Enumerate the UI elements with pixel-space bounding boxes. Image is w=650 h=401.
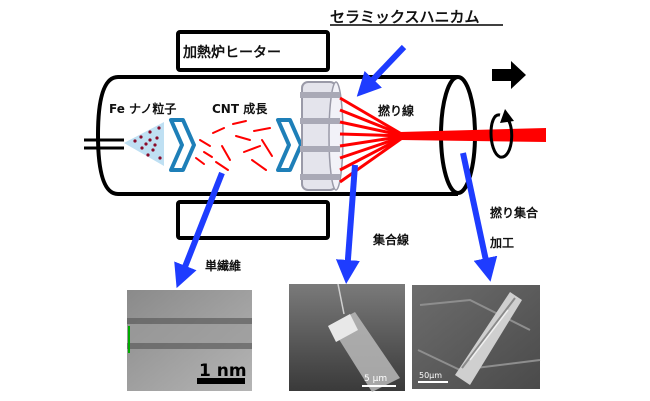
heater-bottom xyxy=(176,200,330,240)
cnt-growth-label: CNT 成長 xyxy=(212,101,268,116)
pull-direction-arrow xyxy=(492,61,526,89)
sem-fiber-scale-bar xyxy=(362,385,396,387)
honeycomb-title: セラミックスハニカム xyxy=(330,8,480,26)
flow-chevron-2 xyxy=(276,118,303,172)
tem-scale-bar xyxy=(197,378,245,384)
assembled-wire-label: 集合線 xyxy=(372,232,409,247)
sem-twisted-scale-bar xyxy=(418,381,448,383)
sem-fiber-scale-label: 5 µm xyxy=(364,374,387,384)
heater-top xyxy=(176,30,330,72)
ceramic-honeycomb xyxy=(300,81,344,191)
fe-particles xyxy=(133,126,162,160)
tem-scale-label: 1 nm xyxy=(199,361,247,381)
arrow-twisted-assembly xyxy=(460,152,498,282)
tem-image xyxy=(127,290,252,391)
single-fiber-label: 単繊維 xyxy=(205,258,241,273)
sem-twisted-image xyxy=(412,285,541,389)
rotation-icon xyxy=(489,113,514,159)
fe-nanoparticle-label: Fe ナノ粒子 xyxy=(109,101,176,116)
twisted-wire-label: 撚り線 xyxy=(378,103,414,118)
arrow-honeycomb xyxy=(356,44,407,97)
processing-label: 加工 xyxy=(489,235,514,250)
sem-twisted-scale-label: 50µm xyxy=(419,371,442,380)
cnt-wire-bundle xyxy=(339,96,406,184)
cnt-segments xyxy=(195,120,273,171)
arrow-assembled-wire xyxy=(335,164,360,284)
rotation-arrowhead xyxy=(500,109,514,123)
arrow-single-fiber xyxy=(174,171,225,289)
flow-chevron-1 xyxy=(169,118,196,172)
catalyst-cone xyxy=(124,122,164,166)
furnace-tube xyxy=(95,75,458,196)
sem-fiber-image xyxy=(289,283,405,392)
twisted-assembly-label: 撚り集合 xyxy=(490,205,539,220)
twisted-wire-output xyxy=(400,128,546,142)
heater-label: 加熱炉ヒーター xyxy=(182,44,281,61)
